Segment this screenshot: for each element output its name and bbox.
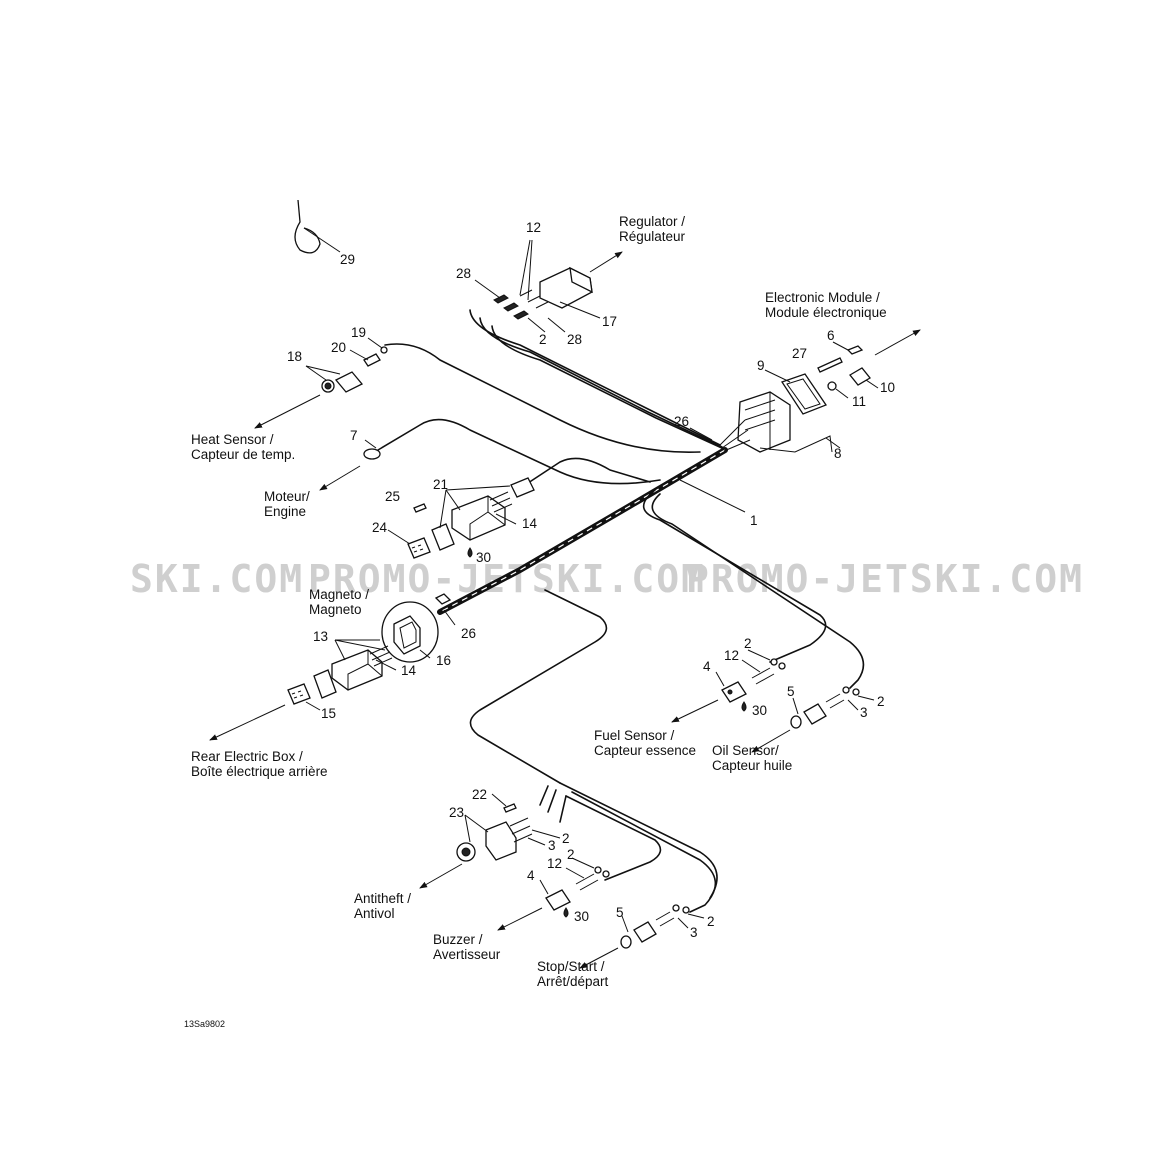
electronic-module-connector xyxy=(719,329,921,453)
rear-electric-box-label-fr: Boîte électrique arrière xyxy=(191,764,328,779)
callout-29: 29 xyxy=(340,252,355,267)
callout-4: 4 xyxy=(703,659,711,674)
engine-ground-terminal xyxy=(319,439,381,491)
antitheft-label-en: Antitheft / xyxy=(354,891,411,906)
stop-start-label-fr: Arrêt/départ xyxy=(537,974,609,989)
fuel-sensor-label-en: Fuel Sensor / xyxy=(594,728,675,743)
oil-sensor-connector xyxy=(751,686,875,753)
callout-20: 20 xyxy=(331,340,346,355)
callout-14: 14 xyxy=(522,516,538,531)
callout-numbers: 29 12 28 17 2 28 6 27 10 9 11 8 19 20 18… xyxy=(287,220,895,940)
callout-28: 28 xyxy=(567,332,582,347)
callout-17: 17 xyxy=(602,314,617,329)
callout-28: 28 xyxy=(456,266,471,281)
magneto-connector xyxy=(387,477,535,559)
watermark-right: PROMO-JETSKI.COM xyxy=(686,557,1084,601)
callout-24: 24 xyxy=(372,520,388,535)
callout-9: 9 xyxy=(757,358,765,373)
callout-8: 8 xyxy=(834,446,842,461)
engine-label-fr: Moteur/ xyxy=(264,489,310,504)
oil-sensor-label-en: Oil Sensor/ xyxy=(712,743,779,758)
antitheft-label-fr: Antivol xyxy=(354,906,395,921)
callout-12: 12 xyxy=(724,648,739,663)
main-harness xyxy=(377,309,865,913)
cable-tie-part xyxy=(294,199,341,254)
callout-10: 10 xyxy=(880,380,895,395)
callout-26: 26 xyxy=(461,626,476,641)
callout-26: 26 xyxy=(674,414,689,429)
buzzer-label-en: Buzzer / xyxy=(433,932,483,947)
regulator-label-fr: Régulateur xyxy=(619,229,686,244)
callout-1: 1 xyxy=(750,513,758,528)
callout-30: 30 xyxy=(476,550,491,565)
watermark-left: SKI.COM xyxy=(130,557,304,601)
callout-2: 2 xyxy=(539,332,547,347)
stop-start-connector xyxy=(579,904,705,969)
rear-electric-box-connector xyxy=(209,593,456,741)
callout-21: 21 xyxy=(433,477,448,492)
callout-3: 3 xyxy=(860,705,868,720)
callout-3: 3 xyxy=(548,838,556,853)
heat-sensor-label-fr: Capteur de temp. xyxy=(191,447,295,462)
callout-12: 12 xyxy=(547,856,562,871)
regulator-label-en: Regulator / xyxy=(619,214,685,229)
callout-14: 14 xyxy=(401,663,417,678)
callout-11: 11 xyxy=(852,394,866,409)
heat-sensor-label-en: Heat Sensor / xyxy=(191,432,274,447)
stop-start-label-en: Stop/Start / xyxy=(537,959,605,974)
magneto-label-en: Magneto / xyxy=(309,587,369,602)
rear-electric-box-label-en: Rear Electric Box / xyxy=(191,749,303,764)
callout-2: 2 xyxy=(562,831,570,846)
destination-labels: Regulator / Régulateur Electronic Module… xyxy=(191,214,887,989)
fuel-sensor-label-fr: Capteur essence xyxy=(594,743,696,758)
callout-3: 3 xyxy=(690,925,698,940)
callout-30: 30 xyxy=(574,909,589,924)
buzzer-connector xyxy=(497,857,610,931)
electronic-module-label-en: Electronic Module / xyxy=(765,290,880,305)
electronic-module-label-fr: Module électronique xyxy=(765,305,887,320)
callout-2: 2 xyxy=(707,914,715,929)
engine-label-en: Engine xyxy=(264,504,306,519)
callout-27: 27 xyxy=(792,346,807,361)
antitheft-connector xyxy=(419,793,561,889)
callout-12: 12 xyxy=(526,220,541,235)
callout-6: 6 xyxy=(827,328,835,343)
callout-19: 19 xyxy=(351,325,366,340)
callout-15: 15 xyxy=(321,706,336,721)
callout-22: 22 xyxy=(472,787,487,802)
callout-23: 23 xyxy=(449,805,464,820)
callout-2: 2 xyxy=(877,694,885,709)
callout-13: 13 xyxy=(313,629,328,644)
buzzer-label-fr: Avertisseur xyxy=(433,947,501,962)
watermark: SKI.COM PROMO-JETSKI.COM PROMO-JETSKI.CO… xyxy=(130,557,1084,601)
callout-2: 2 xyxy=(567,847,575,862)
callout-25: 25 xyxy=(385,489,400,504)
callout-30: 30 xyxy=(752,703,767,718)
callout-5: 5 xyxy=(616,905,624,920)
callout-2: 2 xyxy=(744,636,752,651)
oil-sensor-label-fr: Capteur huile xyxy=(712,758,792,773)
drawing-code: 13Sa9802 xyxy=(184,1019,225,1029)
fuel-sensor-connector xyxy=(671,649,786,723)
callout-16: 16 xyxy=(436,653,451,668)
callout-7: 7 xyxy=(350,428,358,443)
callout-5: 5 xyxy=(787,684,795,699)
heat-sensor-connector xyxy=(254,337,388,429)
magneto-label-fr: Magneto xyxy=(309,602,362,617)
callout-18: 18 xyxy=(287,349,302,364)
leader-lines xyxy=(679,427,746,513)
regulator-connector xyxy=(474,239,623,333)
callout-4: 4 xyxy=(527,868,535,883)
